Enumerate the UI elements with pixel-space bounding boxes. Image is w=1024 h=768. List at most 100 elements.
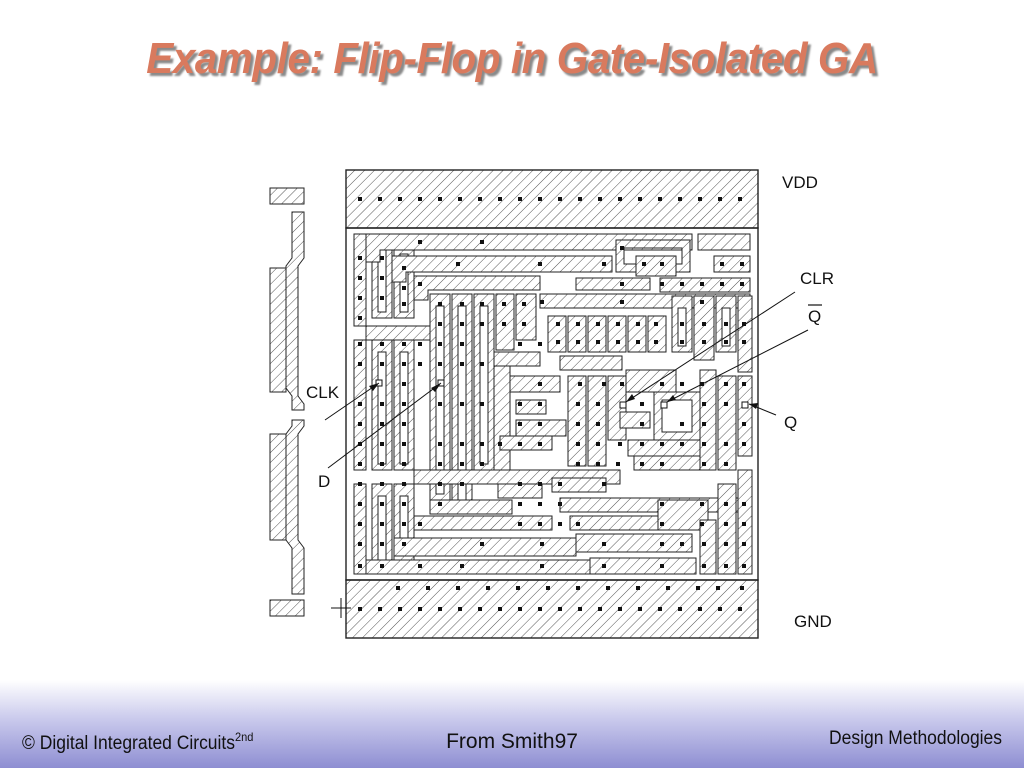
via-contact [724, 340, 728, 344]
via-contact [724, 502, 728, 506]
via-contact [438, 302, 442, 306]
vdd-contact [398, 197, 402, 201]
via-contact [480, 402, 484, 406]
vdd-contact [438, 197, 442, 201]
via-contact [380, 256, 384, 260]
via-contact [596, 422, 600, 426]
via-contact [438, 462, 442, 466]
via-contact [540, 564, 544, 568]
via-contact [616, 462, 620, 466]
via-contact [576, 442, 580, 446]
via-contact [702, 542, 706, 546]
via-contact [576, 402, 580, 406]
via-contact [438, 342, 442, 346]
vdd-contact [738, 197, 742, 201]
via-contact [556, 322, 560, 326]
via-contact [358, 342, 362, 346]
vdd-contact [678, 197, 682, 201]
via-contact [358, 522, 362, 526]
via-contact [724, 322, 728, 326]
via-contact [402, 462, 406, 466]
rail-contacts [358, 197, 744, 611]
footer-bar: © Digital Integrated Circuits2nd From Sm… [0, 680, 1024, 768]
slide-title: Example: Flip-Flop in Gate-Isolated GA [146, 34, 878, 83]
via-contact [518, 522, 522, 526]
via-contact [460, 442, 464, 446]
vdd-contact [538, 197, 542, 201]
via-contact [358, 362, 362, 366]
gnd-contact [378, 607, 382, 611]
vdd-contact [598, 197, 602, 201]
gnd-contact [516, 586, 520, 590]
via-contact [702, 340, 706, 344]
gnd-contact [398, 607, 402, 611]
gnd-contact [738, 607, 742, 611]
via-contact [702, 442, 706, 446]
via-contact [438, 362, 442, 366]
via-contact [636, 322, 640, 326]
via-contact [402, 286, 406, 290]
via-contact [742, 422, 746, 426]
via-contact [438, 482, 442, 486]
via-contact [602, 564, 606, 568]
via-contact [480, 322, 484, 326]
via-contact [616, 322, 620, 326]
gnd-contact [658, 607, 662, 611]
label-q-bar: Q [808, 307, 821, 326]
via-contact [740, 282, 744, 286]
gnd-contact [598, 607, 602, 611]
gnd-contact [636, 586, 640, 590]
via-contact [660, 564, 664, 568]
gnd-contact [458, 607, 462, 611]
via-contact [724, 522, 728, 526]
via-contact [702, 402, 706, 406]
via-contact [654, 322, 658, 326]
via-contact [660, 462, 664, 466]
via-contact [402, 362, 406, 366]
via-contact [402, 482, 406, 486]
via-contact [702, 322, 706, 326]
via-contact [538, 382, 542, 386]
via-contact [702, 564, 706, 568]
footer-source: From Smith97 [446, 730, 578, 753]
via-contact [640, 422, 644, 426]
via-contact [660, 382, 664, 386]
via-contact [576, 422, 580, 426]
via-contact [596, 462, 600, 466]
via-contact [724, 442, 728, 446]
via-contact [742, 522, 746, 526]
via-contact [402, 442, 406, 446]
via-contact [620, 300, 624, 304]
via-contact [680, 340, 684, 344]
pointer-arrowheads [369, 383, 758, 409]
via-contact [402, 402, 406, 406]
via-contact [660, 442, 664, 446]
via-contact [358, 402, 362, 406]
via-contact [538, 402, 542, 406]
via-contact [642, 262, 646, 266]
gnd-contact [666, 586, 670, 590]
via-contact [596, 402, 600, 406]
via-contact [660, 282, 664, 286]
via-contact [438, 402, 442, 406]
gnd-contact [478, 607, 482, 611]
via-contact [596, 340, 600, 344]
via-contact [742, 382, 746, 386]
via-contact [480, 240, 484, 244]
vdd-contact [718, 197, 722, 201]
via-contact [418, 282, 422, 286]
via-contact [576, 340, 580, 344]
via-contact [518, 342, 522, 346]
via-contact [380, 482, 384, 486]
label-gnd: GND [794, 612, 832, 631]
via-contact [518, 422, 522, 426]
via-contact [498, 442, 502, 446]
via-contact [576, 462, 580, 466]
via-contact [702, 422, 706, 426]
via-contact [402, 502, 406, 506]
label-vdd: VDD [782, 173, 818, 192]
via-contact [660, 502, 664, 506]
gnd-contact [740, 586, 744, 590]
gnd-contact [718, 607, 722, 611]
via-contact [418, 362, 422, 366]
